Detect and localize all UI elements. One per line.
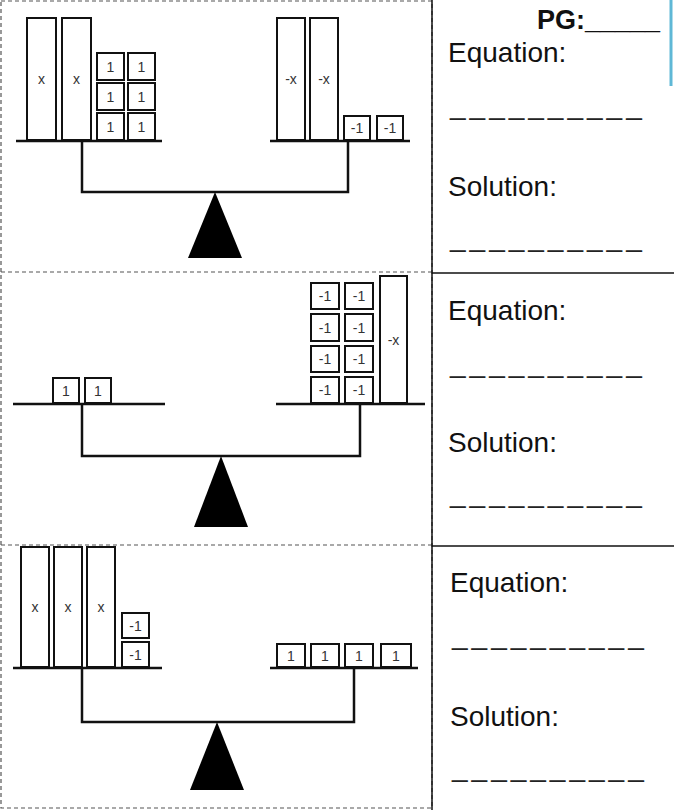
algebra-tile: -1 bbox=[376, 115, 404, 141]
tile-label: 1 bbox=[138, 120, 146, 134]
algebra-tile: x bbox=[20, 546, 50, 668]
tile-label: 1 bbox=[62, 384, 70, 398]
tile-label: x bbox=[65, 600, 72, 614]
tile-label: -1 bbox=[384, 121, 396, 135]
algebra-tile: 1 bbox=[276, 643, 306, 668]
beam bbox=[82, 668, 354, 722]
tile-label: 1 bbox=[107, 90, 115, 104]
answer-blank: __________ bbox=[450, 90, 646, 121]
tile-label: -x bbox=[318, 72, 330, 86]
answer-blank: __________ bbox=[450, 348, 646, 379]
algebra-tile: 1 bbox=[52, 377, 80, 404]
tile-label: 1 bbox=[138, 90, 146, 104]
algebra-tile: -1 bbox=[121, 641, 150, 668]
algebra-tile: x bbox=[26, 17, 57, 141]
panel-divider bbox=[432, 545, 674, 547]
fulcrum bbox=[190, 722, 244, 790]
algebra-tile: -1 bbox=[344, 345, 374, 373]
tile-label: -1 bbox=[353, 289, 365, 303]
tile-label: 1 bbox=[138, 60, 146, 74]
algebra-tile: 1 bbox=[84, 377, 112, 404]
algebra-tile: -1 bbox=[310, 376, 340, 404]
tile-label: -1 bbox=[319, 352, 331, 366]
algebra-tile: x bbox=[86, 546, 116, 668]
answer-blank: __________ bbox=[450, 478, 646, 509]
algebra-tile: x bbox=[61, 17, 92, 141]
tile-label: 1 bbox=[94, 384, 102, 398]
tile-label: -1 bbox=[353, 383, 365, 397]
tile-label: 1 bbox=[392, 649, 400, 663]
algebra-tile: -1 bbox=[344, 313, 374, 342]
algebra-tile: x bbox=[53, 546, 83, 668]
algebra-tile: -x bbox=[309, 17, 339, 141]
tile-label: 1 bbox=[107, 60, 115, 74]
tile-label: 1 bbox=[321, 649, 329, 663]
panel-divider bbox=[431, 0, 433, 810]
tile-label: x bbox=[38, 72, 45, 86]
algebra-tile: -1 bbox=[344, 282, 374, 310]
tile-label: -1 bbox=[351, 121, 363, 135]
tile-label: -1 bbox=[319, 383, 331, 397]
beam bbox=[82, 141, 348, 192]
fulcrum bbox=[194, 456, 248, 527]
algebra-tile: -x bbox=[276, 17, 306, 141]
algebra-tile: -1 bbox=[310, 313, 340, 342]
algebra-tile: 1 bbox=[96, 112, 125, 141]
tile-label: 1 bbox=[287, 649, 295, 663]
tile-label: x bbox=[73, 72, 80, 86]
algebra-tile: -1 bbox=[344, 376, 374, 404]
tile-label: -1 bbox=[319, 289, 331, 303]
algebra-tile: 1 bbox=[344, 643, 374, 668]
algebra-tile: 1 bbox=[127, 82, 156, 111]
algebra-tile: -x bbox=[379, 275, 408, 404]
algebra-tile: 1 bbox=[127, 112, 156, 141]
algebra-tile: 1 bbox=[96, 52, 125, 81]
field-label: Solution: bbox=[450, 702, 559, 733]
dashed-border bbox=[1, 1, 432, 808]
panel-divider bbox=[432, 272, 674, 274]
algebra-tile: 1 bbox=[380, 643, 412, 668]
answer-blank: __________ bbox=[452, 620, 648, 651]
answer-blank: __________ bbox=[452, 752, 648, 783]
field-label: Equation: bbox=[448, 296, 566, 327]
algebra-tile: -1 bbox=[310, 345, 340, 373]
beam bbox=[82, 404, 360, 456]
field-label: Solution: bbox=[448, 428, 557, 459]
tile-label: -1 bbox=[129, 648, 141, 662]
tile-label: 1 bbox=[107, 120, 115, 134]
tile-label: -x bbox=[388, 333, 400, 347]
algebra-tile: 1 bbox=[310, 643, 340, 668]
tile-label: -1 bbox=[129, 619, 141, 633]
algebra-tile: -1 bbox=[343, 115, 371, 141]
tile-label: -1 bbox=[353, 352, 365, 366]
algebra-tile: -1 bbox=[121, 612, 150, 639]
tile-label: -1 bbox=[319, 321, 331, 335]
field-label: Solution: bbox=[448, 172, 557, 203]
algebra-tile: -1 bbox=[310, 282, 340, 310]
edge-mark bbox=[670, 0, 673, 86]
field-label: Equation: bbox=[450, 568, 568, 599]
tile-label: x bbox=[98, 600, 105, 614]
algebra-tile: 1 bbox=[96, 82, 125, 111]
answer-blank: __________ bbox=[450, 222, 646, 253]
algebra-tile: 1 bbox=[127, 52, 156, 81]
tile-label: -1 bbox=[353, 321, 365, 335]
page-label: PG:_____ bbox=[537, 6, 660, 36]
field-label: Equation: bbox=[448, 38, 566, 69]
fulcrum bbox=[188, 192, 242, 258]
tile-label: -x bbox=[285, 72, 297, 86]
tile-label: x bbox=[32, 600, 39, 614]
dashed-divider bbox=[1, 271, 432, 272]
tile-label: 1 bbox=[355, 649, 363, 663]
